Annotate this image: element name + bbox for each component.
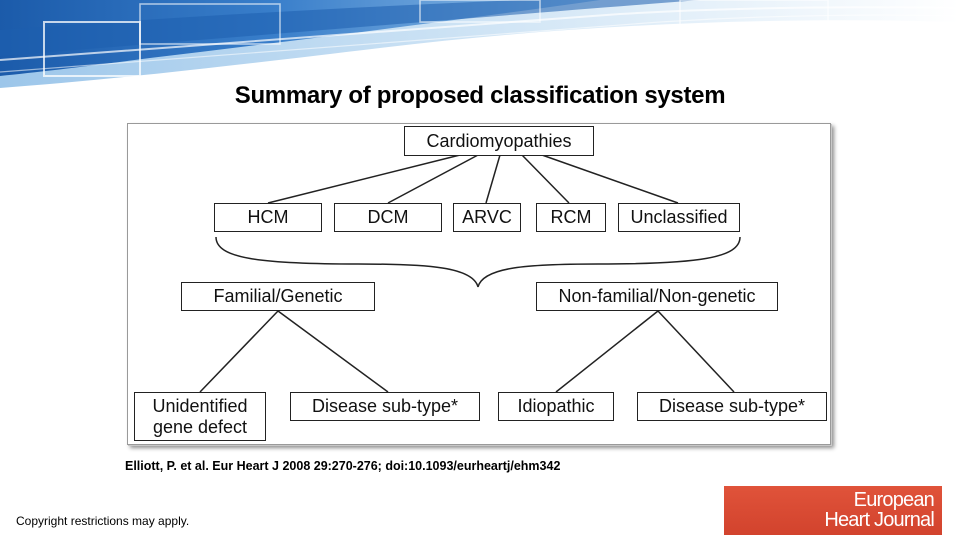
node-disease-subtype-familial: Disease sub-type* xyxy=(290,392,480,421)
page-title: Summary of proposed classification syste… xyxy=(234,82,726,109)
node-cardiomyopathies: Cardiomyopathies xyxy=(404,126,594,156)
node-arvc: ARVC xyxy=(453,203,521,232)
node-idiopathic: Idiopathic xyxy=(498,392,614,421)
logo-line-2: Heart Journal xyxy=(824,509,934,531)
node-rcm: RCM xyxy=(536,203,606,232)
node-unidentified-gene-defect: Unidentified gene defect xyxy=(134,392,266,441)
diagram-connectors xyxy=(199,154,741,393)
node-disease-subtype-nonfamilial: Disease sub-type* xyxy=(637,392,827,421)
header-banner xyxy=(0,0,960,88)
citation: Elliott, P. et al. Eur Heart J 2008 29:2… xyxy=(125,459,561,473)
classification-diagram: Cardiomyopathies HCM DCM ARVC RCM Unclas… xyxy=(127,123,831,445)
copyright-notice: Copyright restrictions may apply. xyxy=(16,514,190,528)
european-heart-journal-logo: European Heart Journal xyxy=(724,486,942,535)
logo-line-1: European xyxy=(853,489,935,511)
node-hcm: HCM xyxy=(214,203,322,232)
node-non-familial-non-genetic: Non-familial/Non-genetic xyxy=(536,282,778,311)
node-unclassified: Unclassified xyxy=(618,203,740,232)
node-familial-genetic: Familial/Genetic xyxy=(181,282,375,311)
node-dcm: DCM xyxy=(334,203,442,232)
